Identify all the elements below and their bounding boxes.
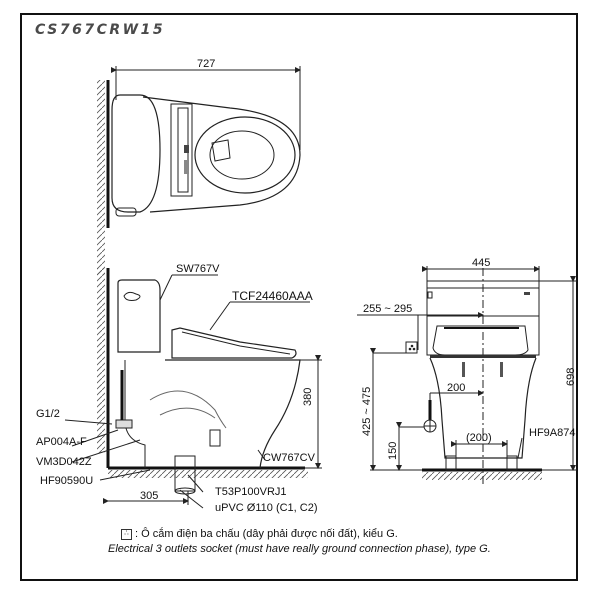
label-pipe: uPVC Ø110 (C1, C2) [215, 502, 318, 514]
front-view [357, 266, 577, 485]
label-angle-valve: AP004A-F [36, 436, 87, 448]
label-flange: HF90590U [40, 475, 94, 487]
label-valve: G1/2 [36, 408, 60, 420]
label-outlet: T53P100VRJ1 [215, 486, 287, 498]
dim-width-445: 445 [472, 257, 491, 269]
socket-icon: ∴ [121, 528, 132, 540]
label-fixing: HF9A874 [529, 427, 576, 439]
side-view [64, 268, 322, 509]
dim-height-380: 380 [302, 387, 314, 406]
note-vi-text: : Ô cắm điện ba chấu (dây phải được nối … [135, 528, 398, 540]
dim-socket-height: 425 ~ 475 [361, 386, 373, 436]
dim-width-727: 727 [197, 58, 216, 70]
dim-supply-offset: 200 [447, 382, 466, 394]
top-view [97, 66, 301, 275]
dim-bolt-spacing: (200) [466, 432, 492, 444]
label-tank: SW767V [176, 263, 220, 275]
dim-rough-in-305: 305 [140, 490, 159, 502]
dim-supply-height: 150 [387, 441, 399, 460]
model-title: CS767CRW15 [35, 22, 166, 38]
dim-socket-offset: 255 ~ 295 [363, 303, 413, 315]
label-bowl: CW767CV [263, 452, 315, 464]
drawing-frame [20, 13, 578, 581]
note-vietnamese: ∴: Ô cắm điện ba chấu (dây phải được nối… [121, 528, 398, 540]
label-hose: VM3D042Z [36, 456, 92, 468]
note-english: Electrical 3 outlets socket (must have r… [108, 543, 491, 555]
dim-total-height-698: 698 [565, 367, 577, 386]
label-seat: TCF24460AAA [232, 289, 313, 303]
